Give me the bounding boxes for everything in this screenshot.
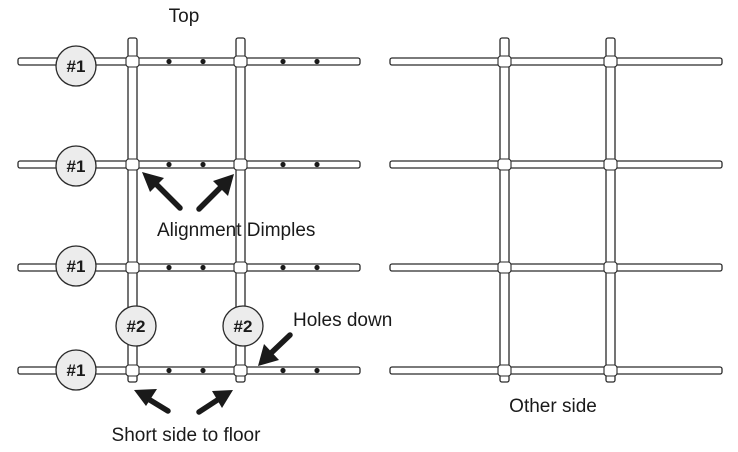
front-rails xyxy=(17,57,361,375)
dimple xyxy=(200,161,206,168)
rail-badge: #1 xyxy=(55,349,97,391)
joint xyxy=(233,261,248,274)
svg-text:#1: #1 xyxy=(67,361,86,380)
dimple xyxy=(314,58,320,65)
back-rail-3 xyxy=(389,263,723,272)
joint xyxy=(497,55,512,68)
dimple xyxy=(314,264,320,271)
dimple xyxy=(280,264,286,271)
rail-badge: #1 xyxy=(55,145,97,187)
post-badges: #2 #2 xyxy=(115,305,264,347)
holes-down-arrow-icon xyxy=(258,332,293,366)
joint xyxy=(233,55,248,68)
front-post-right xyxy=(235,37,246,383)
dimple xyxy=(200,264,206,271)
joint xyxy=(125,364,140,377)
other-side-label: Other side xyxy=(509,396,597,417)
back-panel xyxy=(389,37,723,383)
dimple xyxy=(166,161,172,168)
dimple-arrow-left-icon xyxy=(142,172,183,211)
svg-text:#1: #1 xyxy=(67,57,86,76)
alignment-dimples xyxy=(166,58,320,374)
front-rail-1 xyxy=(17,57,361,66)
back-rails xyxy=(389,57,723,375)
front-rail-4 xyxy=(17,366,361,375)
joint xyxy=(125,55,140,68)
joint xyxy=(233,364,248,377)
back-joints xyxy=(497,55,618,377)
front-panel: #1 #1 #1 #1 #2 #2 xyxy=(17,37,361,391)
front-rail-2 xyxy=(17,160,361,169)
back-post-left xyxy=(499,37,510,383)
rail-badge: #1 xyxy=(55,45,97,87)
joint xyxy=(603,364,618,377)
joint xyxy=(125,158,140,171)
back-post-right xyxy=(605,37,616,383)
top-label: Top xyxy=(169,6,200,27)
dimple xyxy=(280,367,286,374)
svg-text:#2: #2 xyxy=(127,317,146,336)
dimple xyxy=(166,367,172,374)
alignment-dimples-label: Alignment Dimples xyxy=(157,220,315,241)
front-rail-3 xyxy=(17,263,361,272)
back-rail-1 xyxy=(389,57,723,66)
rail-badge: #1 xyxy=(55,245,97,287)
dimple xyxy=(200,367,206,374)
svg-text:#2: #2 xyxy=(234,317,253,336)
floor-arrow-left-icon xyxy=(134,389,171,414)
svg-text:#1: #1 xyxy=(67,157,86,176)
dimple xyxy=(200,58,206,65)
dimple xyxy=(166,58,172,65)
joint xyxy=(497,364,512,377)
dimple xyxy=(280,58,286,65)
floor-arrow-right-icon xyxy=(196,390,233,415)
joint xyxy=(603,261,618,274)
labels: Top Alignment Dimples Holes down Short s… xyxy=(112,6,597,446)
joint xyxy=(233,158,248,171)
dimple xyxy=(314,367,320,374)
dimple xyxy=(166,264,172,271)
dimple xyxy=(280,161,286,168)
front-joints xyxy=(125,55,248,377)
joint xyxy=(603,158,618,171)
joint xyxy=(497,261,512,274)
dimple-arrow-right-icon xyxy=(196,174,234,212)
joint xyxy=(603,55,618,68)
arrows xyxy=(134,172,293,415)
holes-down-label: Holes down xyxy=(293,310,392,331)
short-side-label: Short side to floor xyxy=(112,425,262,446)
svg-text:#1: #1 xyxy=(67,257,86,276)
joint xyxy=(125,261,140,274)
back-rail-4 xyxy=(389,366,723,375)
post-badge: #2 xyxy=(115,305,157,347)
joint xyxy=(497,158,512,171)
front-post-left xyxy=(127,37,138,383)
dimple xyxy=(314,161,320,168)
post-badge: #2 xyxy=(222,305,264,347)
front-posts xyxy=(127,37,246,383)
rail-badges: #1 #1 #1 #1 xyxy=(55,45,97,391)
back-posts xyxy=(499,37,616,383)
back-rail-2 xyxy=(389,160,723,169)
